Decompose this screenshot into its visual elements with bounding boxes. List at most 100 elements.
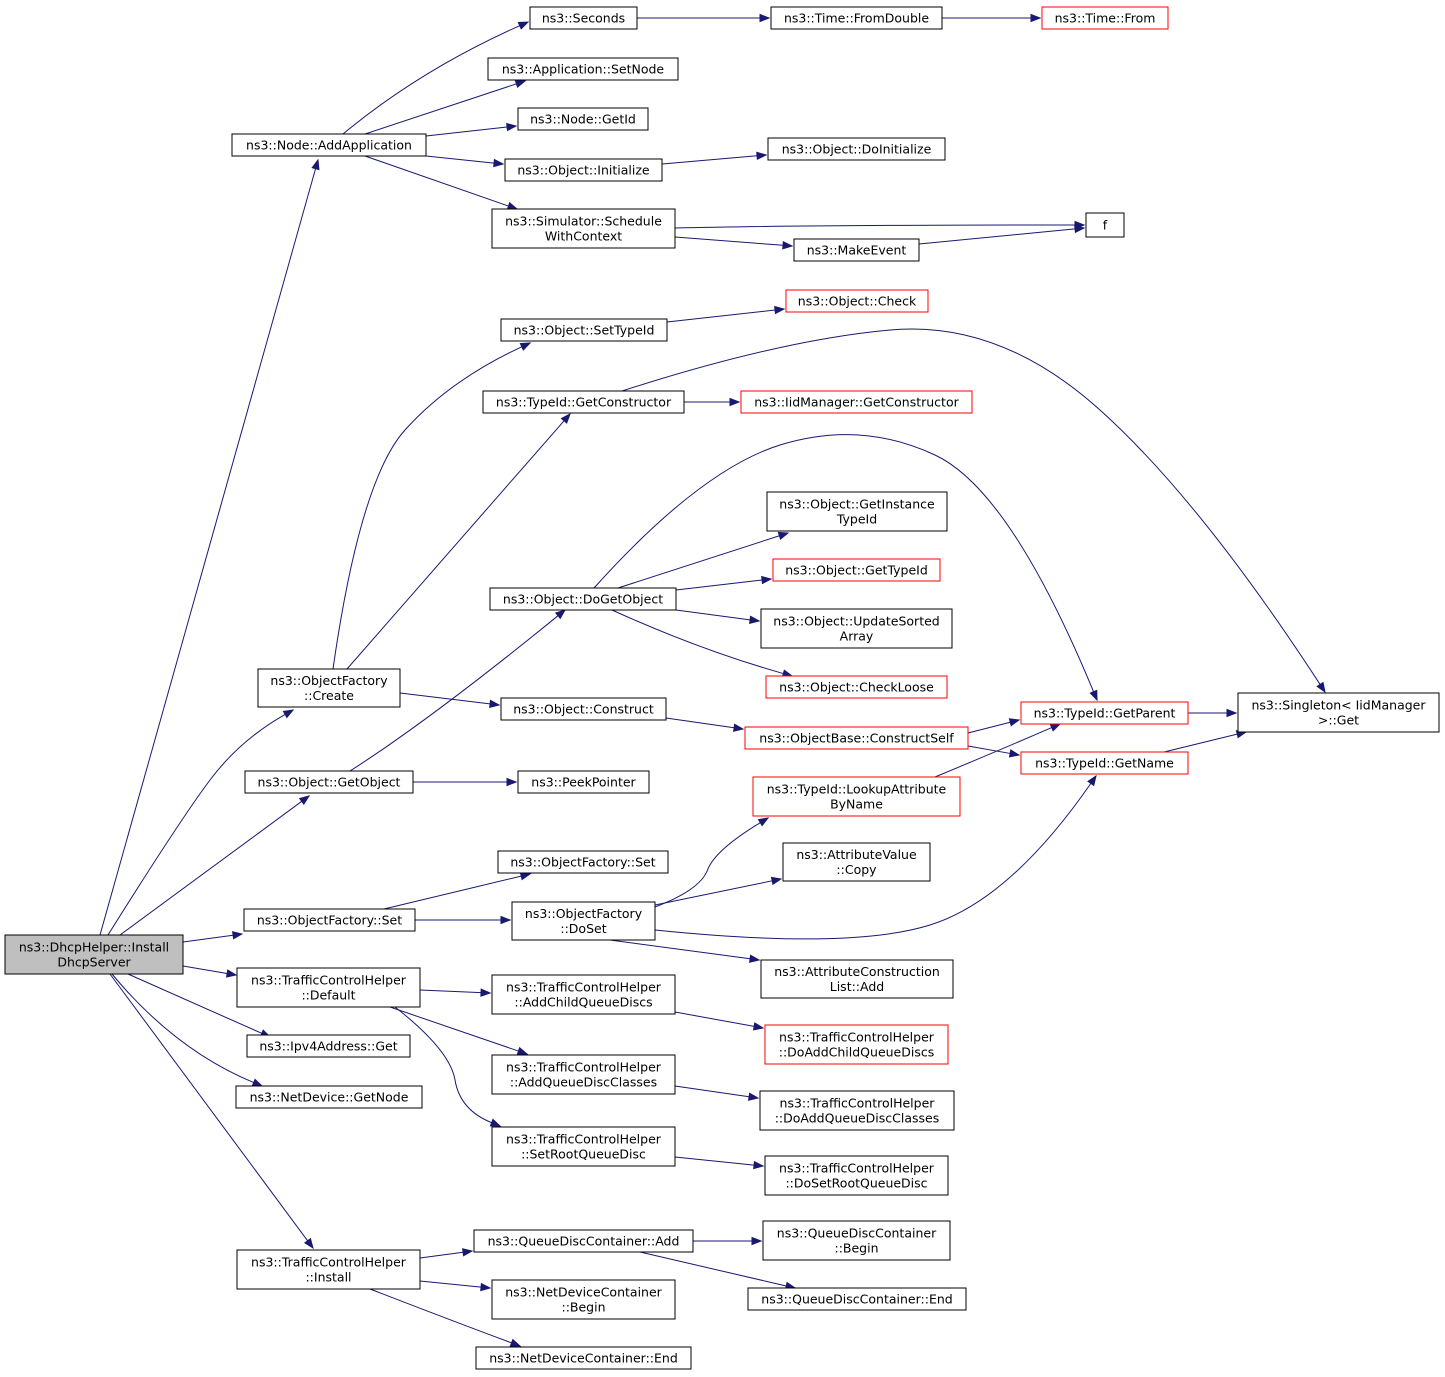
- node-constructSelf[interactable]: ns3::ObjectBase::ConstructSelf: [744, 726, 969, 750]
- node-box[interactable]: [760, 959, 954, 999]
- node-box[interactable]: [482, 390, 685, 414]
- node-box[interactable]: [747, 1287, 967, 1311]
- node-box[interactable]: [1237, 692, 1440, 733]
- node-objSetTypeId[interactable]: ns3::Object::SetTypeId: [500, 318, 668, 342]
- node-objFactoryCreate[interactable]: ns3::ObjectFactory::Create: [257, 668, 401, 708]
- node-fromDouble[interactable]: ns3::Time::FromDouble: [770, 6, 943, 30]
- node-box[interactable]: [500, 318, 668, 342]
- node-objFactoryDoSet[interactable]: ns3::ObjectFactory::DoSet: [511, 901, 656, 941]
- node-box[interactable]: [760, 608, 953, 649]
- node-tchAddQDClasses[interactable]: ns3::TrafficControlHelper::AddQueueDiscC…: [491, 1054, 676, 1095]
- node-box[interactable]: [473, 1229, 694, 1253]
- node-box[interactable]: [500, 697, 667, 721]
- node-tchAddChildQD[interactable]: ns3::TrafficControlHelper::AddChildQueue…: [491, 974, 676, 1015]
- node-objCheck[interactable]: ns3::Object::Check: [785, 289, 929, 313]
- node-box[interactable]: [235, 1085, 423, 1109]
- node-box[interactable]: [782, 842, 931, 882]
- node-ndcEnd[interactable]: ns3::NetDeviceContainer::End: [475, 1346, 692, 1370]
- node-tchDoAddChildQD[interactable]: ns3::TrafficControlHelper::DoAddChildQue…: [764, 1024, 949, 1065]
- node-box[interactable]: [236, 967, 421, 1008]
- node-objInitialize[interactable]: ns3::Object::Initialize: [504, 158, 663, 182]
- node-box[interactable]: [752, 776, 961, 817]
- node-box[interactable]: [491, 1279, 676, 1320]
- node-box[interactable]: [1085, 212, 1125, 238]
- node-qdcEnd[interactable]: ns3::QueueDiscContainer::End: [747, 1287, 967, 1311]
- node-box[interactable]: [1020, 701, 1189, 725]
- node-box[interactable]: [764, 1155, 949, 1196]
- node-box[interactable]: [793, 238, 920, 262]
- node-qdcAdd[interactable]: ns3::QueueDiscContainer::Add: [473, 1229, 694, 1253]
- node-box[interactable]: [491, 208, 676, 249]
- node-objFactorySet[interactable]: ns3::ObjectFactory::Set: [243, 908, 416, 932]
- node-objConstruct[interactable]: ns3::Object::Construct: [500, 697, 667, 721]
- node-ndcBegin[interactable]: ns3::NetDeviceContainer::Begin: [491, 1279, 676, 1320]
- node-box[interactable]: [517, 107, 649, 131]
- node-box[interactable]: [236, 1249, 421, 1290]
- node-box[interactable]: [1020, 751, 1189, 775]
- node-typeIdGetConstructor[interactable]: ns3::TypeId::GetConstructor: [482, 390, 685, 414]
- node-box[interactable]: [257, 668, 401, 708]
- node-ipv4Get[interactable]: ns3::Ipv4Address::Get: [246, 1034, 411, 1058]
- node-objDoGetObject[interactable]: ns3::Object::DoGetObject: [489, 587, 677, 611]
- node-objDoInitialize[interactable]: ns3::Object::DoInitialize: [767, 137, 946, 161]
- node-box[interactable]: [770, 6, 943, 30]
- node-box[interactable]: [1041, 6, 1169, 30]
- node-box[interactable]: [762, 1220, 951, 1261]
- node-appSetNode[interactable]: ns3::Application::SetNode: [487, 57, 679, 81]
- node-box[interactable]: [491, 1126, 676, 1167]
- node-box[interactable]: [491, 974, 676, 1015]
- node-box[interactable]: [487, 57, 679, 81]
- node-box[interactable]: [489, 587, 677, 611]
- node-typeIdGetName[interactable]: ns3::TypeId::GetName: [1020, 751, 1189, 775]
- node-f[interactable]: f: [1085, 212, 1125, 238]
- node-checkLoose[interactable]: ns3::Object::CheckLoose: [765, 675, 948, 699]
- node-objGetObject[interactable]: ns3::Object::GetObject: [244, 770, 414, 794]
- node-objFactorySetTop[interactable]: ns3::ObjectFactory::Set: [497, 850, 669, 874]
- node-box[interactable]: [491, 1054, 676, 1095]
- node-netDevGetNode[interactable]: ns3::NetDevice::GetNode: [235, 1085, 423, 1109]
- node-objGetTypeId[interactable]: ns3::Object::GetTypeId: [772, 558, 941, 582]
- node-tchInstall[interactable]: ns3::TrafficControlHelper::Install: [236, 1249, 421, 1290]
- node-iidGetConstructor[interactable]: ns3::IidManager::GetConstructor: [740, 390, 973, 414]
- node-attrValueCopy[interactable]: ns3::AttributeValue::Copy: [782, 842, 931, 882]
- node-box[interactable]: [475, 1346, 692, 1370]
- node-tchDoSetRootQD[interactable]: ns3::TrafficControlHelper::DoSetRootQueu…: [764, 1155, 949, 1196]
- node-addApplication[interactable]: ns3::Node::AddApplication: [231, 133, 427, 157]
- node-singletonGet[interactable]: ns3::Singleton< IidManager>::Get: [1237, 692, 1440, 733]
- node-box[interactable]: [504, 158, 663, 182]
- node-box[interactable]: [243, 908, 416, 932]
- node-box[interactable]: [759, 1090, 955, 1131]
- node-typeIdGetParent[interactable]: ns3::TypeId::GetParent: [1020, 701, 1189, 725]
- node-makeEvent[interactable]: ns3::MakeEvent: [793, 238, 920, 262]
- node-box[interactable]: [765, 675, 948, 699]
- node-box[interactable]: [517, 770, 650, 794]
- node-tchDoAddQDClasses[interactable]: ns3::TrafficControlHelper::DoAddQueueDis…: [759, 1090, 955, 1131]
- node-box[interactable]: [766, 491, 948, 532]
- node-box[interactable]: [785, 289, 929, 313]
- node-box[interactable]: [764, 1024, 949, 1065]
- node-qdcBegin[interactable]: ns3::QueueDiscContainer::Begin: [762, 1220, 951, 1261]
- node-box[interactable]: [497, 850, 669, 874]
- node-tchDefault[interactable]: ns3::TrafficControlHelper::Default: [236, 967, 421, 1008]
- node-box[interactable]: [767, 137, 946, 161]
- node-box[interactable]: [244, 770, 414, 794]
- node-box[interactable]: [246, 1034, 411, 1058]
- node-box[interactable]: [744, 726, 969, 750]
- node-peekPointer[interactable]: ns3::PeekPointer: [517, 770, 650, 794]
- node-timeFrom[interactable]: ns3::Time::From: [1041, 6, 1169, 30]
- node-box[interactable]: [4, 934, 184, 975]
- node-box[interactable]: [772, 558, 941, 582]
- node-box[interactable]: [529, 6, 638, 30]
- node-nodeGetId[interactable]: ns3::Node::GetId: [517, 107, 649, 131]
- node-box[interactable]: [231, 133, 427, 157]
- node-box[interactable]: [740, 390, 973, 414]
- node-seconds[interactable]: ns3::Seconds: [529, 6, 638, 30]
- node-tchSetRootQD[interactable]: ns3::TrafficControlHelper::SetRootQueueD…: [491, 1126, 676, 1167]
- node-box[interactable]: [511, 901, 656, 941]
